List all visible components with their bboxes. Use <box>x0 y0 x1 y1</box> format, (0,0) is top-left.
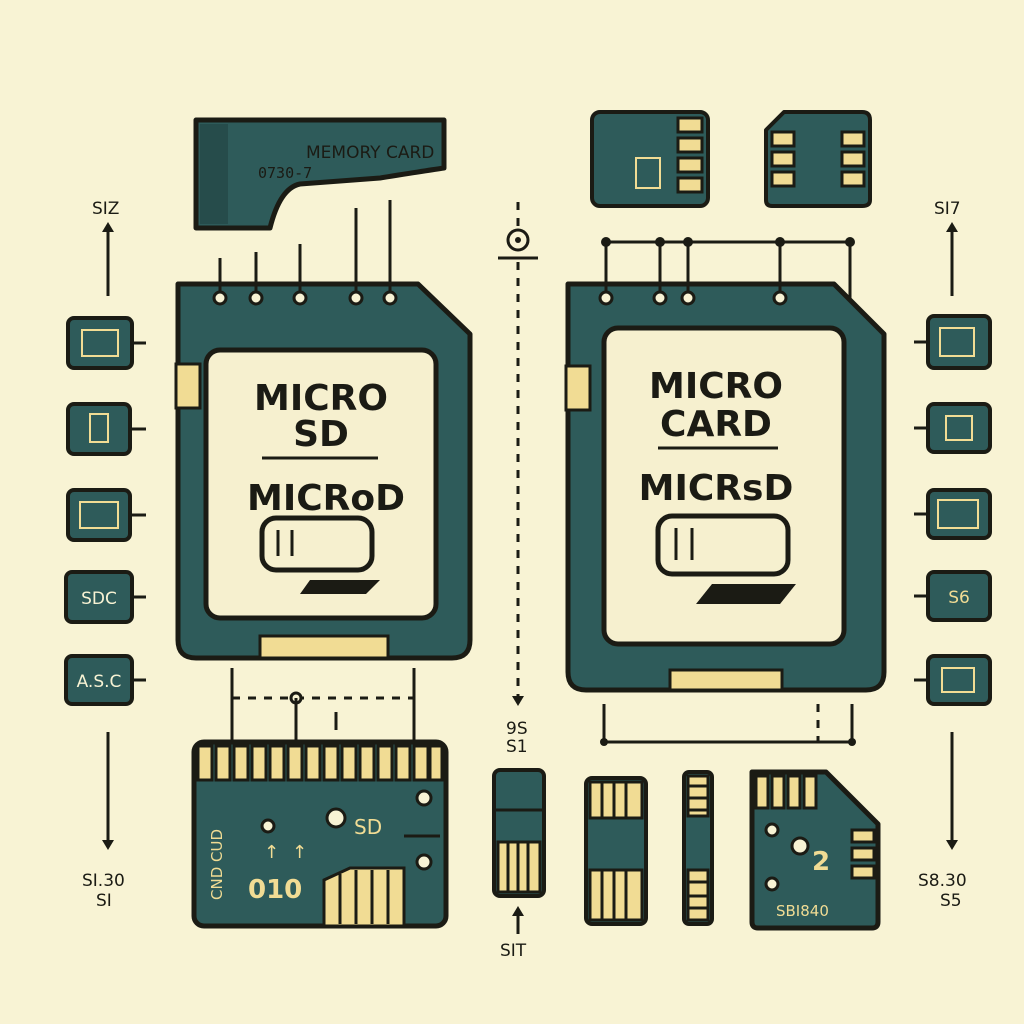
right-chip-4: S6 <box>914 570 992 622</box>
center-axis-label-2: S1 <box>506 737 528 757</box>
left-card-line3: MICRoD <box>247 478 405 519</box>
left-axis-bottom-label-2: SI <box>96 891 112 911</box>
left-axis-top-label: SIZ <box>92 199 119 219</box>
left-card-chip-icon <box>259 515 380 594</box>
right-chip-3 <box>914 488 992 540</box>
right-axis-bottom-label-1: S8.30 <box>918 871 967 891</box>
right-axis: SI7 S8.30 S5 <box>918 199 967 911</box>
left-sd-card: MICRO SD MICRoD <box>174 200 473 661</box>
bottom-strip-card-2 <box>584 776 648 926</box>
right-axis-bottom-label-2: S5 <box>940 891 962 911</box>
center-axis: 9S S1 SIT <box>498 202 538 961</box>
top-card-code: 0730-7 <box>258 164 312 182</box>
left-chip-3 <box>66 488 146 542</box>
right-chip-4-label: S6 <box>948 588 970 608</box>
left-chip-1 <box>66 316 146 370</box>
bottom-left-card-contacts <box>196 744 444 782</box>
bottom-right-card-digits: 2 <box>812 847 830 877</box>
right-card-chip-icon <box>655 513 796 604</box>
left-chip-4: SDC <box>64 570 146 624</box>
top-memory-card: MEMORY CARD 0730-7 <box>193 117 447 231</box>
right-chip-2 <box>914 402 992 454</box>
right-axis-top-label: SI7 <box>934 199 961 219</box>
bottom-strip-card-3 <box>682 770 714 926</box>
left-axis: SIZ SI.30 SI <box>82 199 125 911</box>
left-chip-5: A.S.C <box>64 654 146 706</box>
bottom-left-card: CND CUD SD ↑ ↑ 010 <box>191 739 449 929</box>
small-card-top-b <box>764 110 872 208</box>
left-dimension-lines <box>230 668 416 742</box>
bottom-right-card: 2 SBI840 <box>749 769 881 931</box>
left-chip-4-label: SDC <box>81 589 117 609</box>
center-axis-label-1: 9S <box>506 719 528 739</box>
right-card-line1: MICRO <box>649 366 783 407</box>
right-sd-card: MICRO CARD MICRsD <box>564 237 887 693</box>
svg-text:↑: ↑ <box>292 842 307 863</box>
right-chip-5 <box>914 654 992 706</box>
bottom-right-card-code: SBI840 <box>776 902 829 920</box>
right-card-line3: MICRsD <box>639 468 794 509</box>
top-card-title: MEMORY CARD <box>306 143 434 163</box>
left-card-line1: MICRO <box>254 378 388 419</box>
center-axis-bottom-label: SIT <box>500 941 527 961</box>
bottom-left-card-chip <box>322 866 406 928</box>
right-dimension-lines <box>600 704 856 746</box>
bottom-left-card-side-text: CND CUD <box>208 829 226 900</box>
left-chip-5-label: A.S.C <box>77 672 122 692</box>
left-chip-2 <box>66 402 146 456</box>
small-card-top-a <box>590 110 710 208</box>
bottom-strip-card-1 <box>492 768 546 898</box>
right-chip-1 <box>914 314 992 370</box>
left-card-line2: SD <box>293 414 349 455</box>
right-card-line2: CARD <box>660 404 772 445</box>
left-axis-bottom-label-1: SI.30 <box>82 871 125 891</box>
bottom-left-card-label: SD <box>354 815 382 839</box>
svg-text:↑: ↑ <box>264 842 279 863</box>
bottom-left-card-digits: 010 <box>248 875 302 905</box>
